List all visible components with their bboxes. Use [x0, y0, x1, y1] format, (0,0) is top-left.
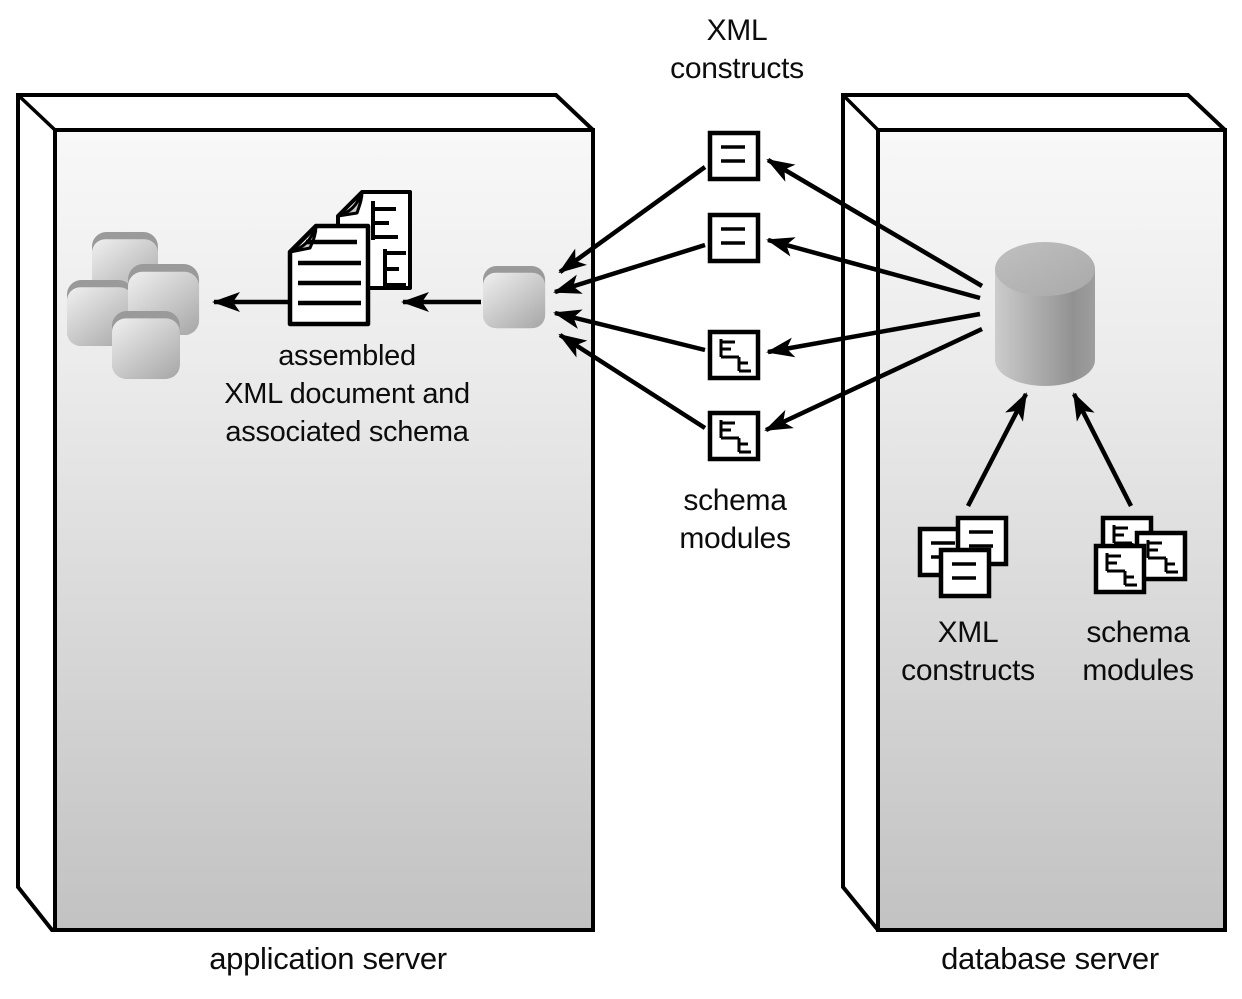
fragment-cube-icon [483, 266, 546, 329]
xml-constructs-top-label: XML constructs [670, 14, 804, 85]
database-cylinder-icon [995, 242, 1095, 386]
schema-module-icon-2 [710, 413, 758, 459]
database-server-box [841, 93, 1227, 932]
arrow-db-to-xml1 [766, 158, 984, 288]
arrow-xml2-to-cube [553, 242, 706, 295]
arrow-db-to-xml2 [766, 237, 981, 301]
assembled-caption: assembled XML document and associated sc… [224, 340, 470, 448]
schema-module-icon-1 [710, 332, 758, 378]
arrow-xmlcluster-to-db [966, 392, 1028, 508]
db-xml-doc-3 [941, 550, 989, 596]
schema-modules-mid-label: schema modules [679, 484, 791, 555]
arrow-schema1-to-cube [553, 309, 706, 353]
arrow-schemacluster-to-db [1071, 392, 1134, 508]
page-fold [288, 224, 318, 254]
database-server-title: database server [941, 941, 1159, 976]
application-server-title: application server [209, 941, 447, 976]
db-xml-constructs-label: XML constructs [901, 616, 1035, 687]
arrow-db-to-schema2 [764, 326, 983, 433]
arrow-db-to-schema1 [766, 311, 981, 358]
xml-document [287, 223, 371, 327]
app-cube-4 [112, 311, 180, 379]
xml-construct-icon-1 [710, 133, 758, 179]
assembled-document-pair-icon [287, 190, 412, 327]
page-fold [336, 190, 364, 218]
xml-construct-icon-2 [710, 215, 758, 261]
application-server-box [16, 93, 595, 932]
arrow-schema2-to-cube [558, 333, 707, 430]
arrow-xml1-to-cube [558, 165, 707, 274]
arrows [212, 158, 1134, 508]
db-schema-modules-label: schema modules [1082, 616, 1194, 687]
db-schema-doc-3 [1096, 546, 1144, 592]
